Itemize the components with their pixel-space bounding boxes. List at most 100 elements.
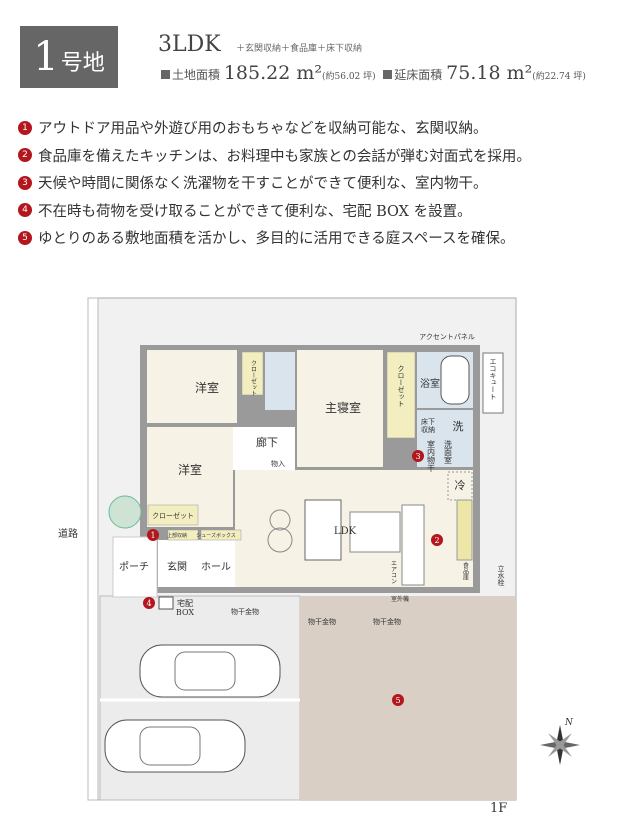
feature-text: 食品庫を備えたキッチンは、お料理中も家族との会話が弾む対面式を採用。 (38, 148, 531, 165)
lot-suffix: 号地 (60, 51, 105, 76)
feature-number: 4 (18, 203, 32, 218)
feature-item: 1 アウトドア用品や外遊び用のおもちゃなどを収納可能な、玄関収納。 (18, 114, 531, 142)
label-underfloor-2: 収納 (421, 425, 435, 434)
label-drying-hardware: 物干金物 (308, 617, 336, 626)
label-washer: 洗 (453, 420, 464, 433)
label-upper-storage: 上部収納 (167, 532, 187, 539)
feature-text: 不在時も荷物を受け取ることができて便利な、宅配 BOX を設置。 (38, 203, 472, 220)
marker-5: 5 (392, 694, 404, 706)
label-delivery-box-1: 宅配 (177, 598, 193, 608)
label-fridge: 冷 (455, 479, 466, 492)
car-icon (104, 719, 246, 773)
floor-area-value: 75.18 m² (446, 62, 533, 84)
land-area-label: 土地面積 (172, 68, 221, 82)
label-bathroom: 浴室 (420, 377, 440, 390)
feature-list: 1 アウトドア用品や外遊び用のおもちゃなどを収納可能な、玄関収納。 2 食品庫を備え… (18, 114, 531, 252)
room-hallway (233, 427, 295, 470)
svg-text:5: 5 (395, 696, 400, 705)
kitchen-counter (401, 504, 425, 586)
label-master-bedroom: 主寝室 (325, 400, 361, 415)
feature-text: アウトドア用品や外遊び用のおもちゃなどを収納可能な、玄関収納。 (38, 121, 488, 138)
feature-text: ゆとりのある敷地面積を活かし、多目的に活用できる庭スペースを確保。 (38, 231, 515, 248)
tree-icon (108, 495, 142, 529)
svg-text:2: 2 (434, 536, 439, 545)
feature-text: 天候や時間に関係なく洗濯物を干すことができて便利な、室内物干。 (38, 176, 488, 193)
label-western-1: 洋室 (195, 380, 219, 395)
label-underfloor-1: 床下 (421, 417, 435, 426)
label-closet: クローゼット (152, 511, 194, 520)
feature-number: 5 (18, 230, 32, 245)
round-table-icon (267, 527, 293, 553)
label-ldk: LDK (334, 526, 357, 537)
label-entrance: 玄関 (167, 560, 187, 573)
label-delivery-box-2: BOX (176, 608, 194, 617)
round-table-icon (269, 509, 291, 531)
label-ecocute: エコキュート (489, 358, 497, 400)
svg-text:1: 1 (150, 531, 155, 540)
ecocute-unit (482, 352, 504, 414)
lot-number-badge: 1 号地 (20, 26, 118, 88)
room-master-bedroom (297, 350, 383, 467)
area-summary: 土地面積 185.22 m²(約56.02 坪) 延床面積 75.18 m²(約… (161, 62, 586, 84)
label-storage: 物入 (271, 459, 285, 468)
label-indoor-drying: 室内物干 (427, 439, 436, 473)
car-roof (139, 726, 201, 766)
site-boundary-wall (87, 297, 99, 801)
land-area-value: 185.22 m² (223, 62, 322, 84)
dining-table-icon (349, 511, 401, 553)
closet-2 (386, 351, 416, 439)
label-outdoor-unit: 室外機 (391, 595, 409, 603)
room-entrance (158, 540, 197, 587)
square-bullet-icon (383, 70, 393, 79)
feature-item: 5 ゆとりのある敷地面積を活かし、多目的に活用できる庭スペースを確保。 (18, 224, 531, 252)
square-bullet-icon (161, 70, 170, 79)
bathtub-icon (440, 355, 470, 405)
label-pantry: 食品庫 (462, 561, 469, 581)
shoe-box (200, 529, 242, 541)
label-western-2: 洋室 (178, 462, 202, 477)
floor-area-label: 延床面積 (394, 68, 443, 82)
sofa-icon (304, 499, 342, 561)
feature-item: 4 不在時も荷物を受け取ることができて便利な、宅配 BOX を設置。 (18, 197, 531, 225)
floor-label: 1F (490, 801, 507, 816)
kitchen-counter-back (456, 499, 473, 561)
layout-extras: ＋玄関収納＋食品庫＋床下収納 (236, 44, 363, 54)
svg-text:3: 3 (415, 452, 420, 461)
label-shoe-box: シューズボックス (196, 532, 236, 539)
car-roof (174, 651, 236, 691)
closet-3 (147, 504, 199, 526)
room-western-1 (147, 350, 237, 423)
toilet (265, 352, 295, 410)
label-drying-hardware: 物干金物 (373, 617, 401, 626)
compass-north-label: N (564, 718, 574, 728)
floor-area-tsubo: (約22.74 坪) (532, 72, 586, 82)
feature-item: 3 天候や時間に関係なく洗濯物を干すことができて便利な、室内物干。 (18, 169, 531, 197)
label-drying-hardware: 物干金物 (231, 607, 259, 616)
label-aircon: エアコン (390, 560, 397, 584)
garden-area (300, 596, 516, 800)
marker-2: 2 (431, 534, 443, 546)
label-porch: ポーチ (119, 561, 149, 573)
land-area-tsubo: (約56.02 坪) (322, 72, 376, 82)
label-faucet: 立水栓 (497, 564, 505, 587)
porch (112, 536, 158, 598)
label-road: 道路 (58, 527, 78, 540)
car-icon (139, 644, 281, 698)
room-hall (197, 540, 235, 587)
label-washroom: 洗面室 (444, 439, 453, 464)
upper-storage (167, 529, 199, 541)
room-washroom (417, 410, 473, 467)
feature-number: 1 (18, 120, 32, 135)
feature-number: 3 (18, 175, 32, 190)
label-accent-panel: アクセントパネル (419, 333, 475, 341)
layout-type: 3LDK (158, 32, 221, 57)
marker-3: 3 (412, 450, 424, 462)
label-closet-v2: クローゼット (397, 365, 405, 407)
compass-icon: N (540, 718, 580, 765)
feature-number: 2 (18, 148, 32, 163)
svg-text:4: 4 (146, 599, 151, 608)
label-hallway: 廊下 (256, 435, 278, 449)
marker-1: 1 (147, 529, 159, 541)
fridge-space (447, 471, 473, 501)
